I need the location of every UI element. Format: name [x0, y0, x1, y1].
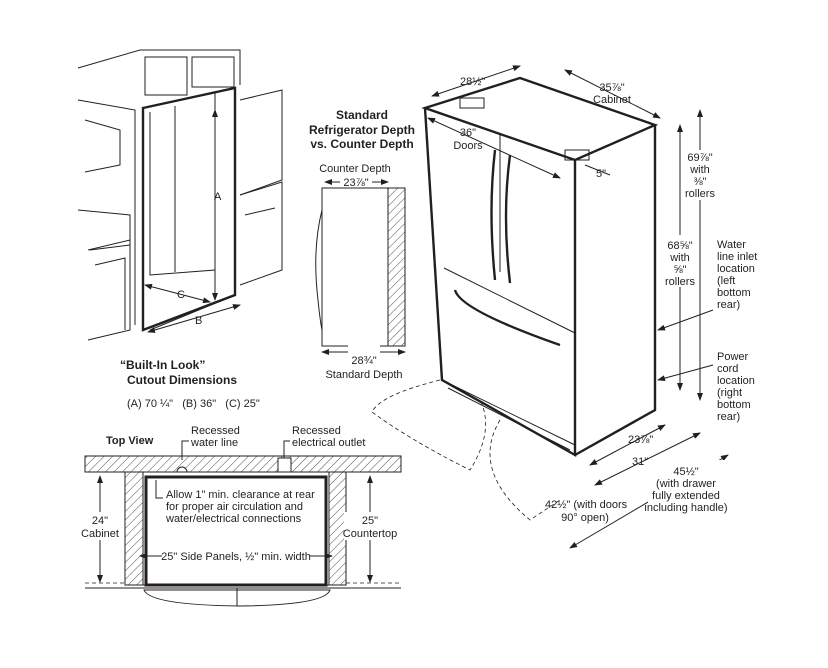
top-view-plan	[84, 455, 402, 607]
dimension-b-label: B	[195, 315, 202, 327]
water-line-text: location	[717, 263, 755, 275]
recessed-outlet-2: electrical outlet	[292, 437, 365, 449]
water-line-text: bottom	[717, 287, 751, 299]
depth-title-line2: Refrigerator Depth	[309, 123, 415, 137]
depth-doors-open-note: 90° open)	[561, 512, 609, 524]
built-in-title-line1: “Built-In Look”	[120, 358, 205, 372]
cabinet-depth-dimension: 35⅞"	[599, 82, 624, 94]
height-68-sub-1: with	[669, 252, 690, 264]
water-line-text: Water	[717, 239, 746, 251]
depth-drawer-note-1: (with drawer	[656, 478, 716, 490]
depth-doors-open-dimension: 42½" (with doors	[545, 499, 628, 511]
water-line-note: Water line inlet location (left bottom r…	[657, 239, 757, 331]
height-69-sub-1: with	[689, 164, 710, 176]
power-cord-text: (right	[717, 387, 742, 399]
side-panels-note: 25" Side Panels, ½" min. width	[161, 551, 311, 563]
depth-cabinet-dimension: 23⅞"	[628, 434, 653, 446]
water-line-text: (left	[717, 275, 735, 287]
refrigerator-illustration	[371, 76, 659, 521]
power-cord-text: Power	[717, 351, 749, 363]
built-in-kitchen-illustration: A C B	[77, 49, 283, 341]
water-line-text: rear)	[717, 299, 740, 311]
dimension-c-label: C	[177, 289, 185, 301]
countertop-depth-25: 25"	[362, 515, 378, 527]
height-69-dimension: 69⅞"	[687, 152, 712, 164]
width-dimension: 28½"	[460, 76, 485, 88]
counter-depth-label: Counter Depth	[319, 163, 391, 175]
recessed-water-line-2: water line	[190, 437, 238, 449]
power-cord-note: Power cord location (right bottom rear)	[657, 351, 755, 423]
height-68-dimension: 68⅝"	[667, 240, 692, 252]
doors-width-dimension: 36"	[460, 127, 476, 139]
cabinet-depth-24: 24"	[92, 515, 108, 527]
height-68-sub-2: ⅝"	[673, 264, 686, 276]
standard-depth-label: Standard Depth	[325, 369, 402, 381]
top-view-title: Top View	[106, 435, 154, 447]
countertop-label: Countertop	[343, 528, 397, 540]
cabinet-label: Cabinet	[81, 528, 119, 540]
hinge-offset-dimension: 5"	[596, 168, 606, 180]
depth-drawer-dimension: 45½"	[673, 466, 698, 478]
clearance-note-1: Allow 1" min. clearance at rear	[166, 489, 315, 501]
power-cord-text: cord	[717, 363, 738, 375]
height-69-sub-2: ⅜"	[693, 176, 706, 188]
power-cord-text: rear)	[717, 411, 740, 423]
recessed-outlet-1: Recessed	[292, 425, 341, 437]
side-profile-illustration	[315, 187, 406, 347]
height-69-sub-3: rollers	[685, 188, 715, 200]
depth-drawer-note-3: including handle)	[644, 502, 727, 514]
power-cord-text: location	[717, 375, 755, 387]
built-in-title-line2: Cutout Dimensions	[127, 373, 237, 387]
power-cord-text: bottom	[717, 399, 751, 411]
clearance-note-2: for proper air circulation and	[166, 501, 303, 513]
dimension-a-label: A	[214, 191, 222, 203]
cabinet-depth-label: Cabinet	[593, 94, 631, 106]
counter-depth-value: 23⅞"	[343, 177, 368, 189]
depth-drawer-note-2: fully extended	[652, 490, 720, 502]
height-68-sub-3: rollers	[665, 276, 695, 288]
standard-depth-value: 28¾"	[351, 355, 376, 367]
built-in-dimensions: (A) 70 ¼" (B) 36" (C) 25"	[127, 398, 260, 410]
depth-doors-dimension: 31"	[632, 456, 648, 468]
recessed-water-line-1: Recessed	[191, 425, 240, 437]
doors-width-label: Doors	[453, 140, 483, 152]
depth-title-line1: Standard	[336, 108, 388, 122]
clearance-note-3: water/electrical connections	[165, 513, 302, 525]
depth-title-line3: vs. Counter Depth	[310, 137, 413, 151]
water-line-text: line inlet	[717, 251, 757, 263]
